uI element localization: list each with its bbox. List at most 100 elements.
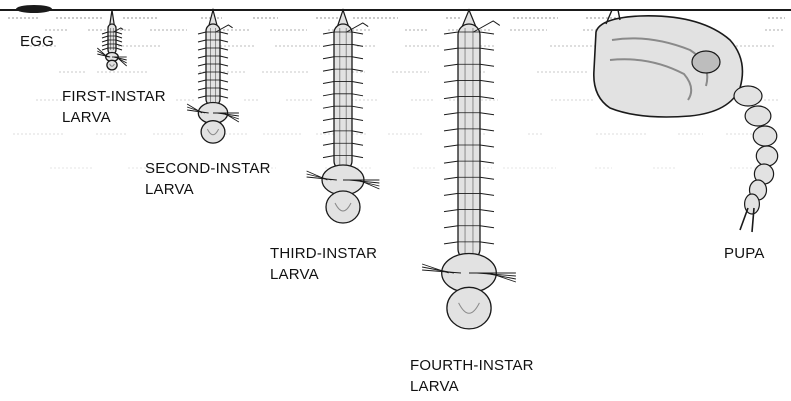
lateral-hair: [220, 96, 228, 98]
lateral-hair: [116, 32, 122, 34]
fourth-instar-label: FOURTH-INSTAR LARVA: [410, 355, 534, 397]
lateral-hair: [352, 94, 363, 96]
lateral-hair: [444, 177, 458, 179]
lateral-hair: [444, 226, 458, 228]
second-instar-label-line2: LARVA: [145, 179, 271, 200]
first-instar-label: FIRST-INSTAR LARVA: [62, 86, 166, 128]
lateral-hair: [198, 56, 206, 58]
fourth-instar-larva: [422, 10, 516, 329]
lateral-hair: [220, 32, 228, 34]
lateral-hair: [352, 131, 363, 133]
lateral-hair: [444, 64, 458, 66]
pupa-abdomen-segment: [753, 126, 777, 146]
lateral-hair: [116, 40, 122, 42]
first-instar-larva: [97, 10, 126, 70]
lateral-hair: [323, 57, 334, 59]
lateral-hair: [116, 48, 122, 50]
lateral-hair: [444, 242, 458, 244]
lateral-hair: [352, 32, 363, 34]
lateral-hair: [480, 210, 494, 212]
egg-raft: [16, 5, 52, 13]
lateral-hair: [220, 80, 228, 82]
lateral-hair: [352, 106, 363, 108]
third-instar-label-line1: THIRD-INSTAR: [270, 243, 377, 264]
lateral-hair: [352, 119, 363, 121]
lateral-hair: [323, 32, 334, 34]
lateral-hair: [444, 80, 458, 82]
lateral-hair: [323, 44, 334, 46]
lateral-hair: [480, 64, 494, 66]
lateral-hair: [102, 44, 108, 46]
lateral-hair: [323, 131, 334, 133]
lateral-hair: [352, 143, 363, 145]
lateral-hair: [480, 113, 494, 115]
third-instar-larva: [307, 10, 380, 223]
lateral-hair: [444, 145, 458, 147]
anal-papillae: [473, 21, 499, 32]
lateral-hair: [480, 97, 494, 99]
egg-label-text: EGG: [20, 31, 54, 52]
pupa-label: PUPA: [724, 243, 765, 264]
abdomen: [334, 24, 352, 170]
lateral-hair: [323, 81, 334, 83]
lateral-hair: [480, 145, 494, 147]
lateral-hair: [102, 40, 108, 42]
lateral-hair: [220, 64, 228, 66]
lateral-hair: [102, 32, 108, 34]
lateral-hair: [198, 48, 206, 50]
pupa-abdomen-segment: [756, 146, 777, 166]
lateral-hair: [116, 36, 122, 38]
abdomen: [206, 24, 220, 106]
first-instar-label-line2: LARVA: [62, 107, 166, 128]
lateral-hair: [352, 69, 363, 71]
lateral-hair: [480, 32, 494, 34]
lateral-hair: [198, 80, 206, 82]
lateral-hair: [323, 106, 334, 108]
head: [447, 287, 491, 329]
head: [201, 121, 225, 143]
first-instar-label-line1: FIRST-INSTAR: [62, 86, 166, 107]
lateral-hair: [323, 119, 334, 121]
lateral-hair: [444, 210, 458, 212]
lateral-hair: [444, 161, 458, 163]
second-instar-label-line1: SECOND-INSTAR: [145, 158, 271, 179]
head: [107, 60, 117, 70]
pupa-abdomen-segment: [745, 106, 771, 126]
lateral-hair: [198, 96, 206, 98]
lateral-hair: [352, 156, 363, 158]
lateral-hair: [198, 40, 206, 42]
lateral-hair: [480, 177, 494, 179]
lateral-hair: [480, 161, 494, 163]
lateral-hair: [480, 226, 494, 228]
lateral-hair: [480, 242, 494, 244]
egg-label: EGG: [20, 31, 54, 52]
lateral-hair: [198, 88, 206, 90]
lateral-hair: [352, 57, 363, 59]
lateral-hair: [352, 81, 363, 83]
lateral-hair: [444, 193, 458, 195]
lateral-hair: [323, 156, 334, 158]
lateral-hair: [102, 48, 108, 50]
fourth-instar-label-line1: FOURTH-INSTAR: [410, 355, 534, 376]
pupa-eye: [692, 51, 720, 73]
abdomen: [458, 24, 480, 260]
abdomen: [108, 24, 116, 54]
pupa-label-text: PUPA: [724, 243, 765, 264]
lateral-hair: [480, 80, 494, 82]
lateral-hair: [480, 193, 494, 195]
lateral-hair: [198, 32, 206, 34]
lateral-hair: [102, 36, 108, 38]
organisms: [16, 5, 778, 329]
lateral-hair: [480, 48, 494, 50]
lateral-hair: [220, 88, 228, 90]
lateral-hair: [198, 64, 206, 66]
lateral-hair: [444, 113, 458, 115]
lateral-hair: [444, 32, 458, 34]
second-instar-label: SECOND-INSTAR LARVA: [145, 158, 271, 200]
pupa-abdomen-segment: [734, 86, 762, 106]
pupa: [594, 10, 778, 232]
head: [326, 191, 360, 223]
lateral-hair: [444, 129, 458, 131]
